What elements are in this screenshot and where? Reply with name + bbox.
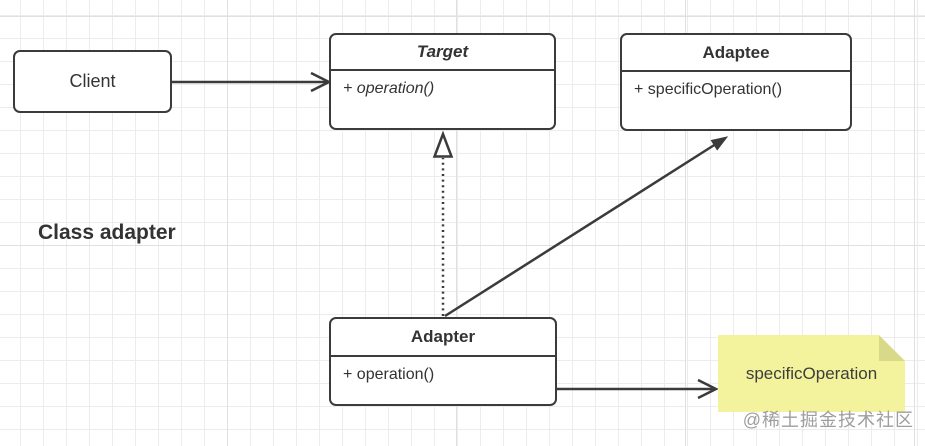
filled-arrowhead-icon [710, 136, 729, 151]
client-to-target-connector [172, 71, 332, 93]
class-member-adapter-operation: + operation() [343, 366, 435, 383]
adapter-to-target-realization-connector [432, 130, 454, 316]
class-name-client: Client [69, 71, 116, 91]
adapter-to-note-connector [557, 378, 719, 400]
sticky-note: specificOperation [718, 335, 905, 412]
diagram-title-label: Class adapter [38, 221, 176, 244]
watermark-text: @稀土掘金技术社区 [742, 410, 914, 430]
class-box-adapter: Adapter + operation() [329, 317, 557, 406]
open-arrowhead-icon [697, 378, 719, 400]
adapter-to-adaptee-connector [444, 136, 729, 318]
class-box-client: Client [13, 50, 172, 113]
class-name-adaptee: Adaptee [622, 35, 850, 72]
class-box-adaptee: Adaptee + specificOperation() [620, 33, 852, 131]
hollow-triangle-arrowhead-icon [432, 130, 454, 158]
class-member-adaptee-specific-operation: + specificOperation() [634, 81, 783, 98]
sticky-note-text: specificOperation [745, 363, 878, 383]
class-member-target-operation: + operation() [343, 80, 435, 97]
class-box-target: Target + operation() [329, 33, 556, 130]
class-name-adapter: Adapter [331, 319, 555, 357]
class-name-target: Target [331, 35, 554, 71]
